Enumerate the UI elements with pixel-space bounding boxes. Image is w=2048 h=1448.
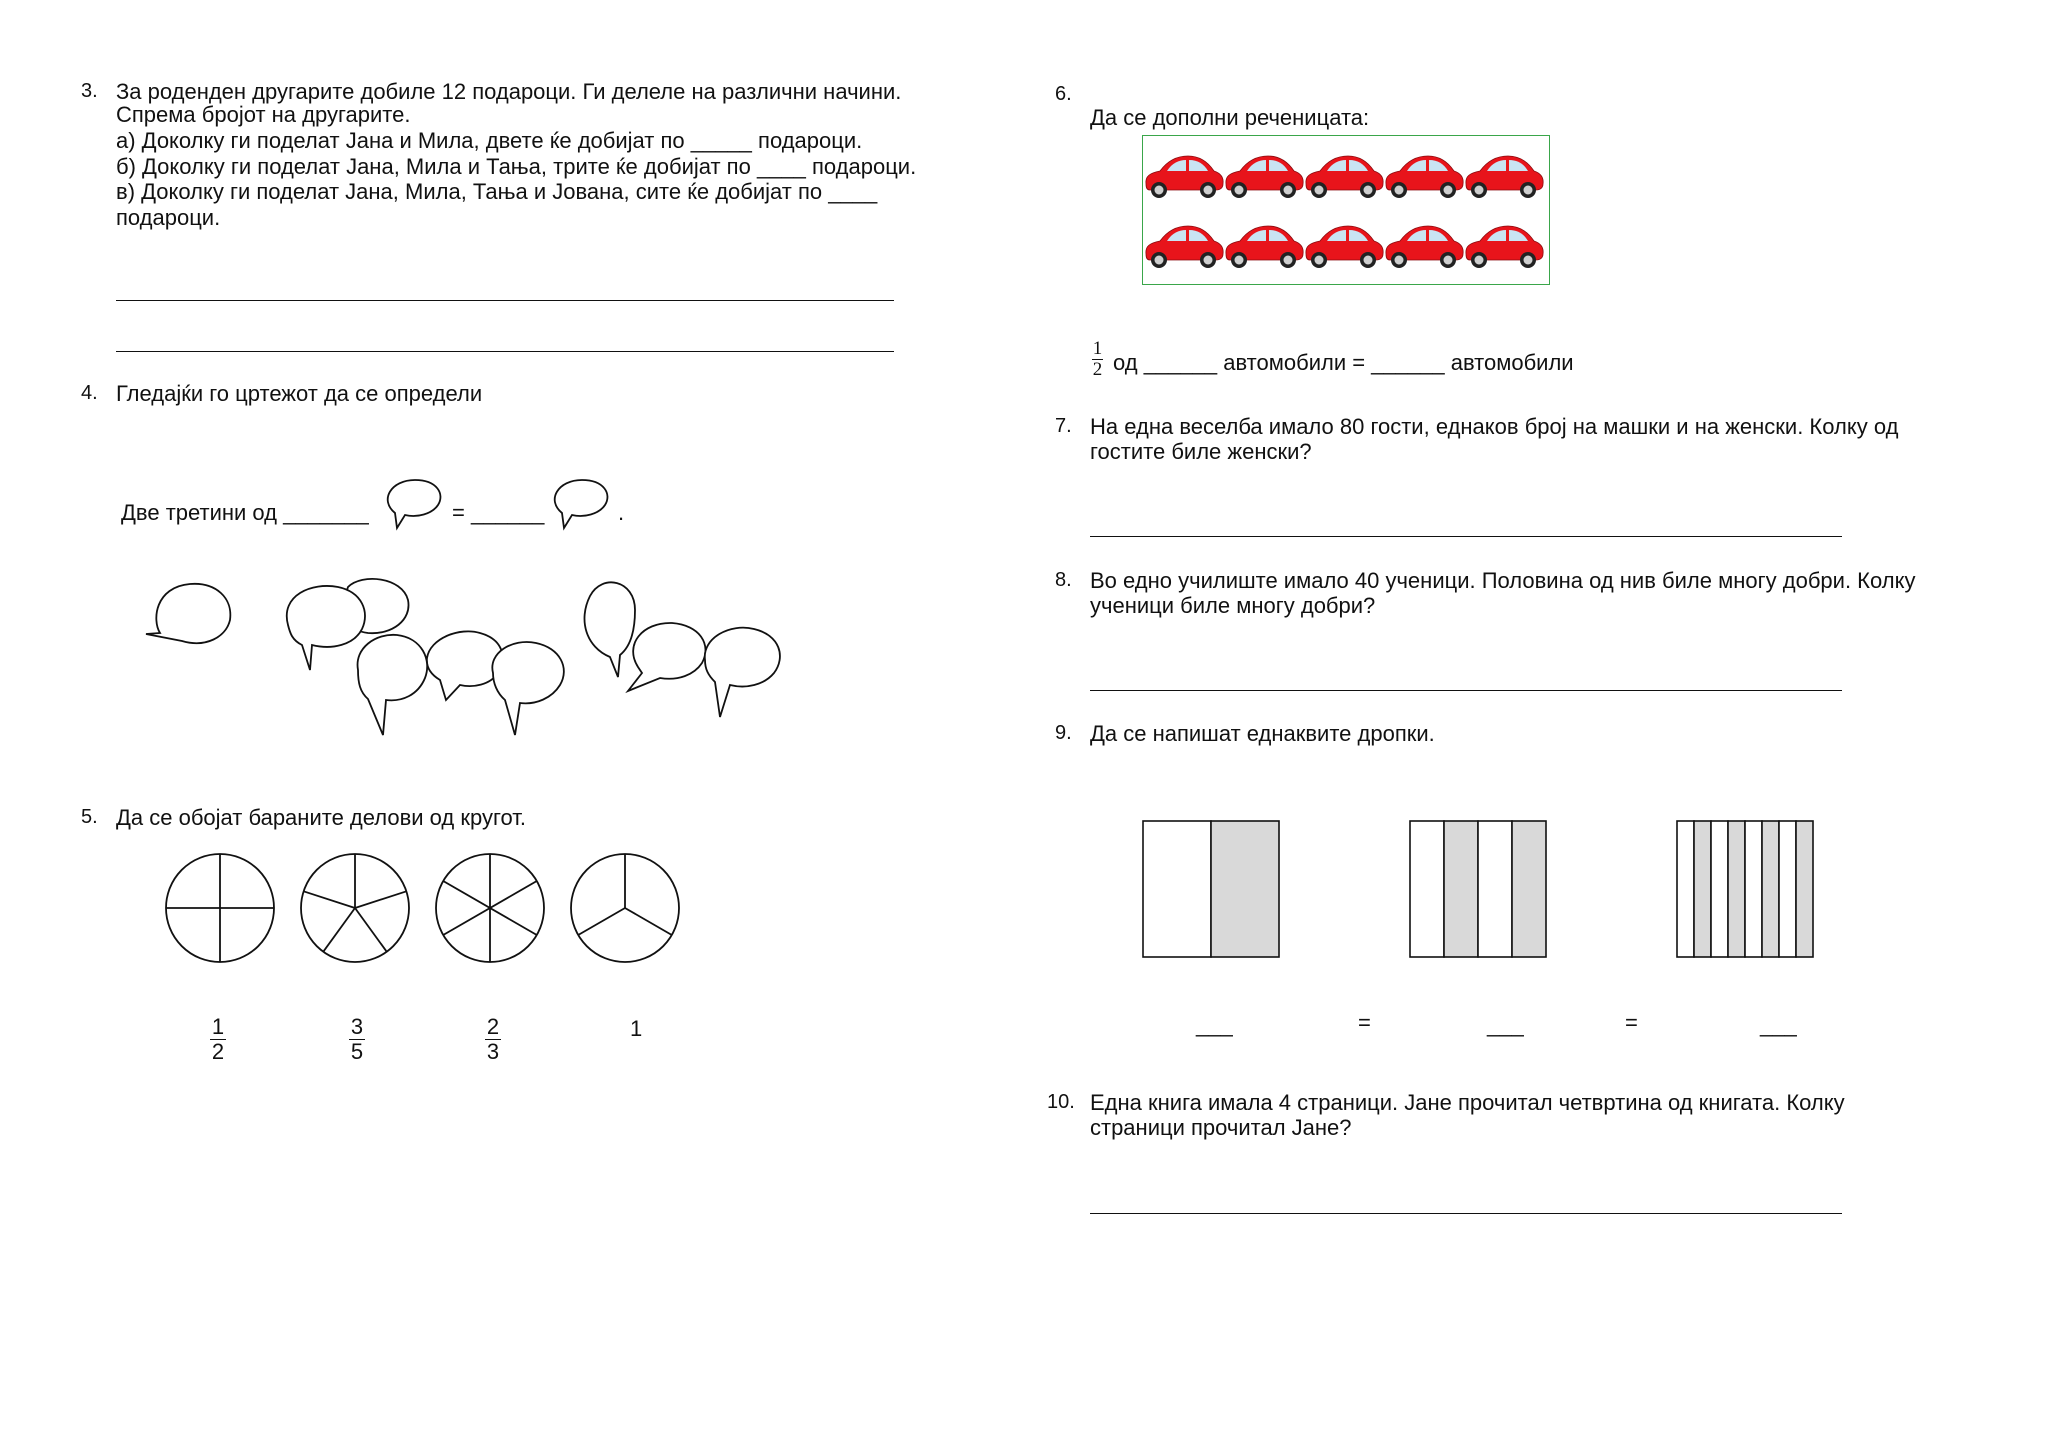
question-number: 10. (1047, 1091, 1075, 1113)
question-text-line: б) Доколку ги поделат Јана, Мила и Тања,… (116, 154, 917, 179)
rectangle-part (1676, 820, 1695, 958)
question-text-block: На една веселба имало 80 гости, еднаков … (1090, 414, 1936, 474)
speech-bubble-icon (386, 479, 442, 531)
answer-line[interactable] (1090, 536, 1842, 537)
question-number: 4. (81, 382, 98, 404)
rectangle-part (1409, 820, 1445, 958)
fraction-rectangles (1142, 820, 1814, 958)
answer-line[interactable] (1090, 1213, 1842, 1214)
answer-line[interactable] (1090, 690, 1842, 691)
fraction-numerator: 2 (486, 1014, 500, 1039)
rectangle-part (1511, 820, 1547, 958)
fraction-label: 3 5 (349, 1016, 365, 1063)
fraction-numerator: 3 (350, 1014, 364, 1039)
fraction-sentence-start: Две третини од _______ (121, 500, 369, 525)
question-number: 7. (1055, 415, 1072, 437)
answer-blank[interactable]: ___ (1196, 1012, 1233, 1037)
question-number: 3. (81, 80, 98, 102)
question-text: Гледајќи го цртежот да се определи (116, 381, 483, 406)
rectangle-part (1710, 820, 1729, 958)
question-text-line: Спрема бројот на другарите. (116, 102, 411, 127)
fraction-bar (1092, 359, 1103, 360)
rectangle-part (1778, 820, 1797, 958)
fill-sentence: од ______ автомобили = ______ автомобили (1113, 350, 1574, 375)
rectangle-part (1142, 820, 1212, 958)
car-icon (1145, 226, 1224, 269)
car-icon (1225, 226, 1304, 269)
car-icon (1305, 226, 1384, 269)
question-number: 6. (1055, 83, 1072, 105)
fraction-rectangle (1409, 820, 1547, 958)
fraction-numerator: 1 (1092, 338, 1103, 359)
question-text-line: На една веселба имало 80 гости, еднаков … (1090, 414, 1899, 439)
question-text-line: а) Доколку ги поделат Јана и Мила, двете… (116, 128, 863, 153)
circle-fifths (300, 853, 410, 963)
equals-sign: = (1625, 1010, 1638, 1035)
question-text-line: ученици биле многу добри? (1090, 593, 1376, 618)
car-icon (1145, 156, 1224, 199)
question-text-line: в) Доколку ги поделат Јана, Мила, Тања и… (116, 179, 878, 204)
cars-illustration (1145, 156, 1544, 269)
question-text-line: подароци. (116, 205, 221, 230)
question-text-line: Во едно училиште имало 40 ученици. Полов… (1090, 568, 1916, 593)
rectangle-part (1477, 820, 1513, 958)
car-icon (1225, 156, 1304, 199)
fraction-rectangle (1676, 820, 1814, 958)
rectangle-part (1443, 820, 1479, 958)
circles-row (165, 853, 680, 963)
whole-label: 1 (630, 1016, 643, 1041)
question-number: 5. (81, 806, 98, 828)
speech-bubble-icon (553, 479, 609, 531)
rectangle-part (1795, 820, 1814, 958)
question-text: Да се напишат еднаквите дропки. (1090, 721, 1435, 746)
question-number: 8. (1055, 569, 1072, 591)
fraction-bar (485, 1039, 501, 1040)
fraction-bar (349, 1039, 365, 1040)
question-text-block: Во едно училиште имало 40 ученици. Полов… (1090, 568, 1936, 628)
answer-blank[interactable]: ___ (1487, 1012, 1524, 1037)
question-text: Да се обојат бараните делови од кругот. (116, 805, 527, 830)
car-icon (1305, 156, 1384, 199)
answer-blank[interactable]: ___ (1760, 1012, 1797, 1037)
fraction-numerator: 1 (211, 1014, 225, 1039)
rectangle-part (1744, 820, 1763, 958)
answer-line[interactable] (116, 300, 894, 301)
question-number: 9. (1055, 722, 1072, 744)
question-text-line: За роденден другарите добиле 12 подароци… (116, 79, 902, 104)
rectangle-part (1210, 820, 1280, 958)
fraction-bar (210, 1039, 226, 1040)
rectangle-part (1761, 820, 1780, 958)
fraction-sentence-equals: = ______ (452, 500, 545, 525)
fraction-denominator: 5 (350, 1039, 364, 1064)
question-text-line: гостите биле женски? (1090, 439, 1312, 464)
fraction-label: 2 3 (485, 1016, 501, 1063)
rectangle-part (1693, 820, 1712, 958)
circle-sixths (435, 853, 545, 963)
fraction-label: 1 2 (210, 1016, 226, 1063)
question-text-line: Една книга имала 4 страници. Јане прочит… (1090, 1090, 1845, 1115)
circle-quarters (165, 853, 275, 963)
fraction-label: 1 2 (1092, 338, 1103, 380)
fraction-denominator: 3 (486, 1039, 500, 1064)
sentence-period: . (618, 500, 625, 525)
car-icon (1385, 226, 1464, 269)
fraction-rectangle (1142, 820, 1280, 958)
fraction-denominator: 2 (211, 1039, 225, 1064)
circle-thirds (570, 853, 680, 963)
rectangle-part (1727, 820, 1746, 958)
cars-frame (1142, 135, 1550, 285)
fraction-denominator: 2 (1092, 359, 1103, 380)
car-icon (1385, 156, 1464, 199)
question-text-line: страници прочитал Јане? (1090, 1115, 1352, 1140)
car-icon (1465, 226, 1544, 269)
answer-line[interactable] (116, 351, 894, 352)
speech-bubbles-illustration (145, 578, 781, 736)
car-icon (1465, 156, 1544, 199)
equals-sign: = (1358, 1010, 1371, 1035)
question-text: Да се дополни реченицата: (1090, 105, 1370, 130)
